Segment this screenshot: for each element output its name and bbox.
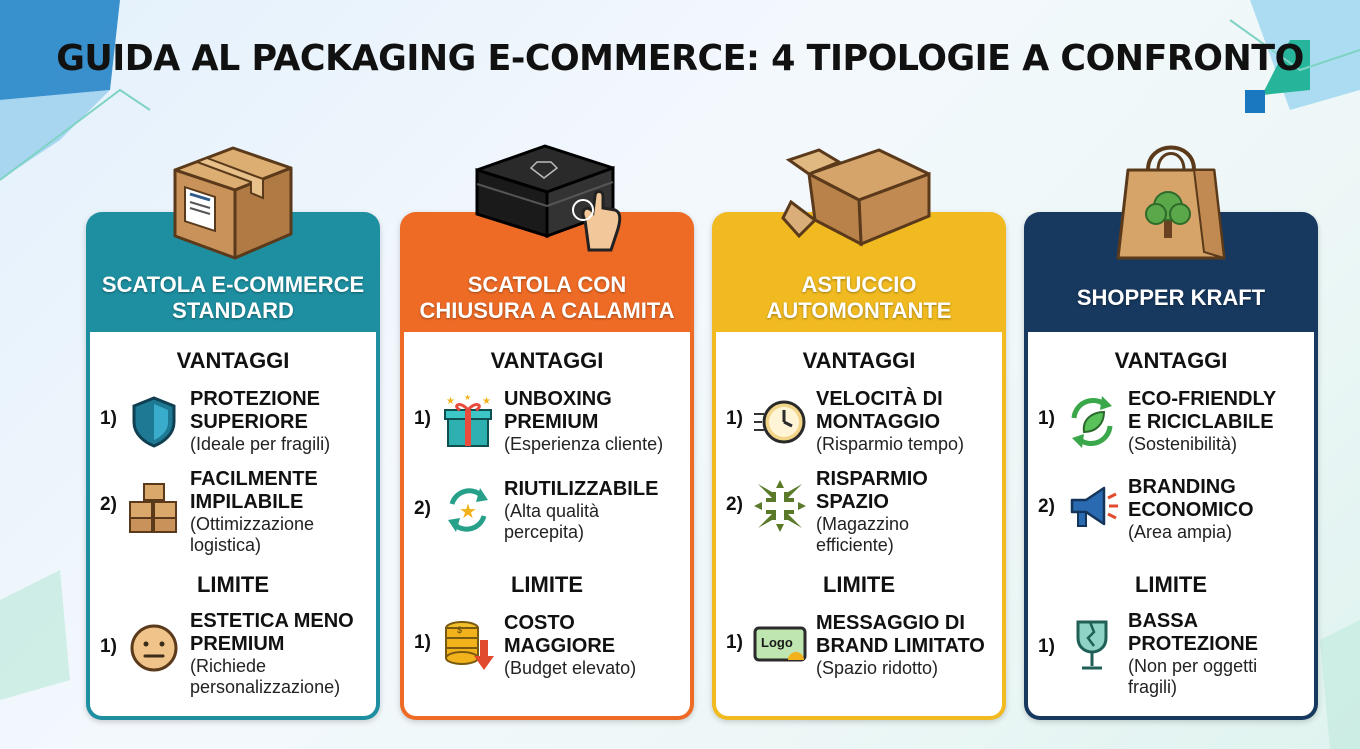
advantages-heading: VANTAGGI <box>490 348 604 373</box>
svg-text:★: ★ <box>464 394 471 402</box>
item-title: VELOCITÀ DI MONTAGGIO <box>816 388 943 433</box>
coins-down-icon: $ <box>445 621 494 670</box>
reuse-star-icon: ★ <box>448 488 488 532</box>
item-number: 2) <box>100 494 117 515</box>
advantages-heading: VANTAGGI <box>802 348 916 373</box>
item-number: 2) <box>414 498 431 519</box>
recycle-leaf-icon <box>1071 396 1113 448</box>
limit-heading: LIMITE <box>1134 572 1208 597</box>
megaphone-icon <box>1070 486 1118 527</box>
svg-text:★: ★ <box>446 396 455 407</box>
svg-text:★: ★ <box>459 501 477 523</box>
svg-text:★: ★ <box>482 396 491 407</box>
card-astuccio-automontante: ASTUCCIO AUTOMONTANTE VANTAGGI 1) VELOCI… <box>712 148 1006 720</box>
item-title: UNBOXING PREMIUM <box>504 388 612 433</box>
gift-icon: ★ ★ ★ <box>444 394 492 447</box>
compress-arrows-icon <box>754 480 806 532</box>
item-number: 2) <box>726 494 743 515</box>
logo-card-icon: Logo <box>753 626 807 662</box>
cardboard-box-icon <box>173 146 293 260</box>
item-title: PROTEZIONE SUPERIORE <box>190 388 321 433</box>
item-title: COSTO MAGGIORE <box>504 612 616 657</box>
card-header: SHOPPER KRAFT <box>1076 285 1266 310</box>
item-number: 1) <box>1038 408 1055 429</box>
item-subtitle: (Magazzino efficiente) <box>816 514 910 555</box>
card-header: SCATOLA E-COMMERCE STANDARD <box>101 272 365 323</box>
limit-heading: LIMITE <box>822 572 896 597</box>
card-body: VANTAGGI 1) ★ ★ ★ UNBOXING PREMIUM (Espe… <box>404 332 690 716</box>
stacked-boxes-icon <box>129 483 177 533</box>
item-subtitle: (Richiede personalizzazione) <box>190 656 341 697</box>
logo-text: Logo <box>761 635 793 650</box>
card-shopper-kraft: SHOPPER KRAFT VANTAGGI 1) ECO-FRIENDLY E… <box>1024 145 1318 720</box>
item-number: 1) <box>414 408 431 429</box>
neutral-face-icon <box>130 624 178 672</box>
item-title: FACILMENTE IMPILABILE <box>190 468 318 513</box>
item-number: 1) <box>726 632 743 653</box>
item-subtitle: (Ideale per fragili) <box>190 434 331 454</box>
item-subtitle: (Esperienza cliente) <box>504 434 664 454</box>
advantages-heading: VANTAGGI <box>176 348 290 373</box>
item-number: 2) <box>1038 496 1055 517</box>
item-number: 1) <box>100 408 117 429</box>
card-header: ASTUCCIO AUTOMONTANTE <box>766 272 952 323</box>
card-body: VANTAGGI 1) ECO-FRIENDLY E RICICLABILE (… <box>1028 332 1314 716</box>
shield-icon <box>132 396 176 448</box>
advantages-heading: VANTAGGI <box>1114 348 1228 373</box>
item-title: ECO-FRIENDLY E RICICLABILE <box>1128 388 1277 433</box>
item-number: 1) <box>726 408 743 429</box>
card-body: VANTAGGI 1) VELOCITÀ DI MONTAGGIO (Rispa… <box>716 332 1002 716</box>
item-subtitle: (Area ampia) <box>1128 522 1233 542</box>
card-scatola-calamita: SCATOLA CON CHIUSURA A CALAMITA VANTAGGI… <box>400 144 694 720</box>
card-body: VANTAGGI 1) PROTEZIONE SUPERIORE (Ideale… <box>90 332 376 716</box>
card-header: SCATOLA CON CHIUSURA A CALAMITA <box>419 272 675 323</box>
page-title: GUIDA AL PACKAGING E-COMMERCE: 4 TIPOLOG… <box>56 38 1304 79</box>
svg-text:$: $ <box>457 625 462 635</box>
broken-glass-icon <box>1076 620 1108 670</box>
folding-carton-icon <box>781 148 931 247</box>
item-title: BRANDING ECONOMICO <box>1128 476 1254 521</box>
clock-icon <box>754 400 806 444</box>
item-subtitle: (Alta qualità percepita) <box>504 501 600 542</box>
limit-heading: LIMITE <box>510 572 584 597</box>
item-title: MESSAGGIO DI BRAND LIMITATO <box>816 612 985 657</box>
item-subtitle: (Risparmio tempo) <box>816 434 965 454</box>
item-subtitle: (Sostenibilità) <box>1128 434 1238 454</box>
item-number: 1) <box>1038 636 1055 657</box>
item-title: ESTETICA MENO PREMIUM <box>190 610 354 655</box>
item-subtitle: (Spazio ridotto) <box>816 658 939 678</box>
card-scatola-standard: SCATOLA E-COMMERCE STANDARD VANTAGGI 1) … <box>86 146 380 720</box>
item-title: RIUTILIZZABILE <box>504 478 659 500</box>
item-title: RISPARMIO SPAZIO <box>816 468 928 513</box>
item-title: BASSA PROTEZIONE <box>1128 610 1259 655</box>
item-number: 1) <box>414 632 431 653</box>
item-subtitle: (Non per oggetti fragili) <box>1128 656 1258 697</box>
kraft-bag-icon <box>1116 145 1226 260</box>
limit-heading: LIMITE <box>196 572 270 597</box>
item-number: 1) <box>100 636 117 657</box>
magnetic-box-icon <box>475 144 622 252</box>
item-subtitle: (Budget elevato) <box>504 658 637 678</box>
item-subtitle: (Ottimizzazione logistica) <box>190 514 315 555</box>
